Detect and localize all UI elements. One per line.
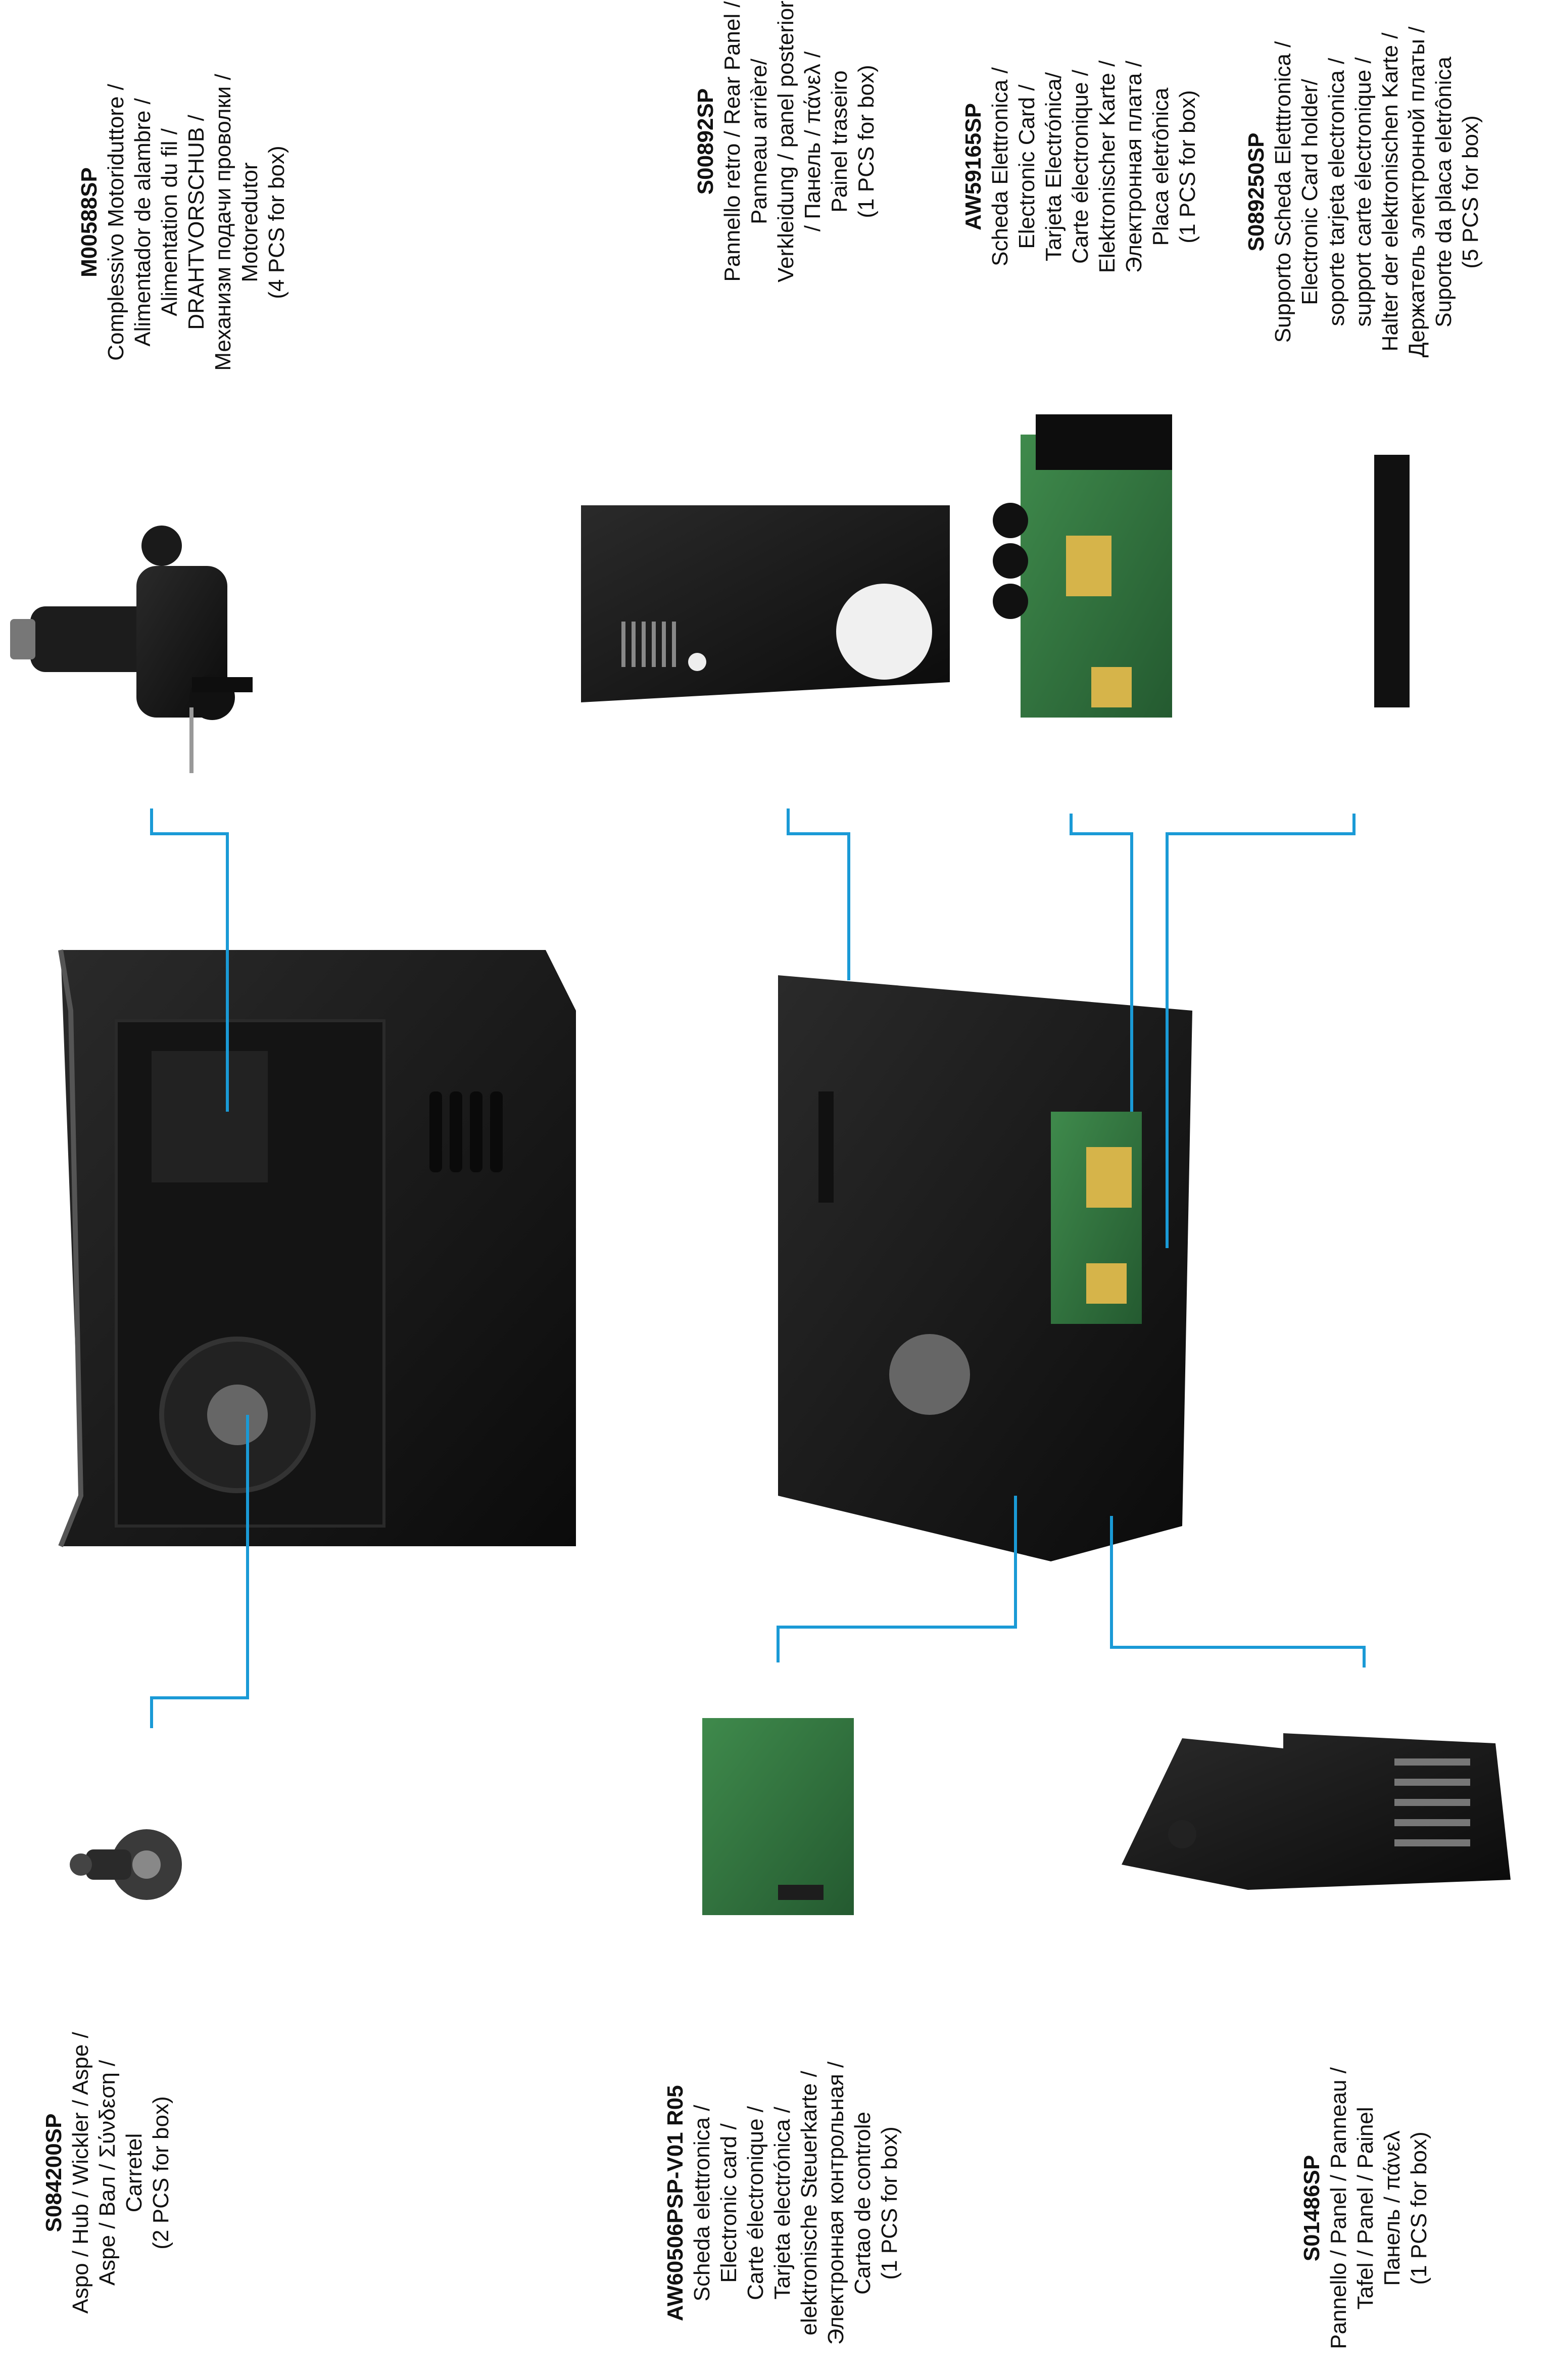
leader-line-electronic-card: [1070, 814, 1133, 1112]
front-panel-image: [1122, 1733, 1511, 1890]
leader-line-control-card: [777, 1496, 1017, 1662]
rear-panel-image: [581, 505, 950, 702]
leader-line-front-panel: [1110, 1516, 1366, 1668]
leader-line-card-holder: [1166, 814, 1356, 1248]
leader-line-rear-panel: [787, 808, 850, 980]
wire-hub-image: [70, 1829, 182, 1900]
electronic-card-image: [993, 414, 1172, 718]
leader-line-hub: [150, 1415, 249, 1728]
welder-side-view-image: [58, 949, 576, 1547]
leader-line-motor: [150, 808, 229, 1112]
welder-open-view-image: [778, 975, 1192, 1561]
control-card-image: [702, 1718, 854, 1915]
card-holder-image: [1374, 455, 1410, 707]
wire-feeder-motor-image: [10, 526, 253, 773]
